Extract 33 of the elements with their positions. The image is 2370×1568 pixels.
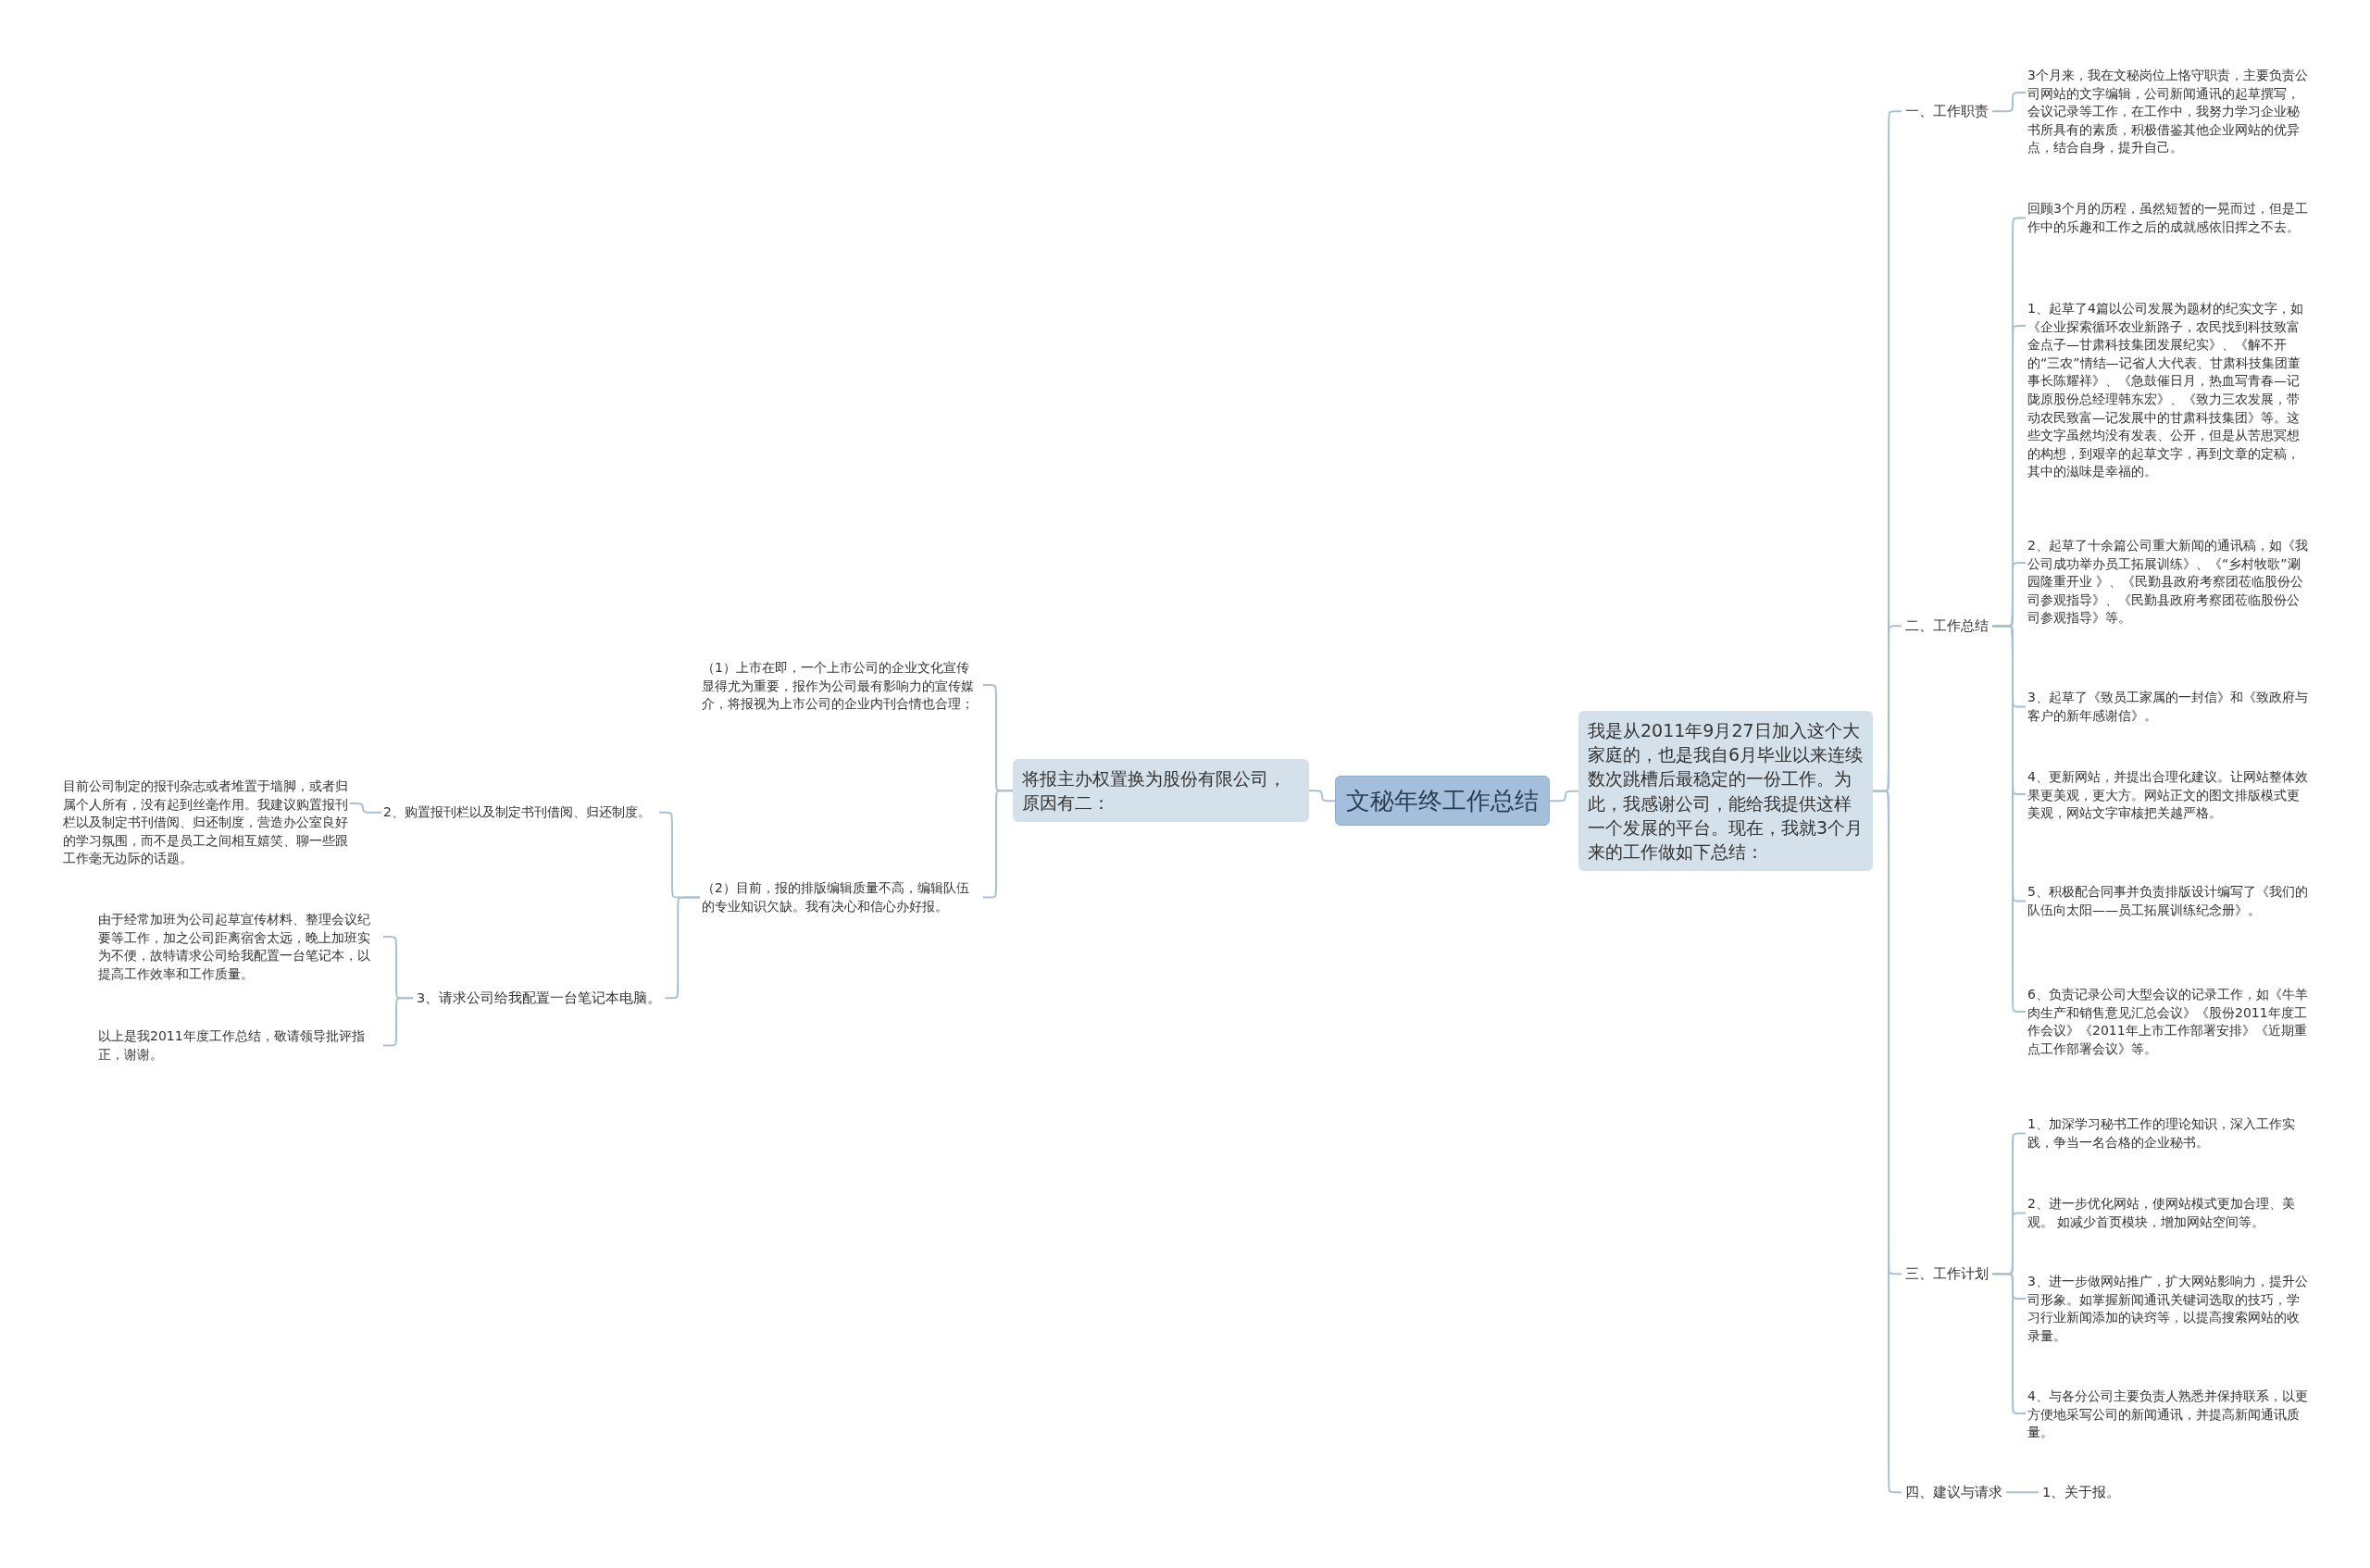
connector-line	[349, 803, 382, 814]
topic-box: 我是从2011年9月27日加入这个大家庭的，也是我自6月毕业以来连续数次跳槽后最稳定的一份工作。为此，我感谢公司，能给我提供这样一个发展的平台。现在，我就3个月来的工作做如下总结：	[1578, 711, 1873, 872]
leaf-text: 目前公司制定的报刊杂志或者堆置于墙脚，或者归属个人所有，没有起到丝毫作用。我建议购置报刊栏以及制定书刊借阅、归还制度，营造办公室良好的学习氛围，而不是员工之间相互嬉笑、聊一些跟工作毫无边际的话题。	[61, 776, 350, 870]
central-topic-box: 文秘年终工作总结	[1335, 776, 1550, 827]
branch-label: 一、工作职责	[1902, 100, 1992, 123]
leaf-text: 5、积极配合同事并负责排版设计编写了《我们的队伍向太阳——员工拓展训练纪念册》。	[2026, 881, 2313, 922]
connector-line	[1991, 92, 2027, 113]
branch-label: 三、工作计划	[1902, 1263, 1992, 1286]
leaf-text: 3个月来，我在文秘岗位上恪守职责，主要负责公司网站的文字编辑，公司新闻通讯的起草撰写，会议记录等工作，在工作中，我努力学习企业秘书所具有的素质，积极借鉴其他企业网站的优异点，结合自身，提升自己。	[2026, 65, 2313, 159]
connector-line	[1549, 790, 1579, 803]
leaf-text: 2、起草了十余篇公司重大新闻的通讯稿，如《我公司成功举办员工拓展训练》、《“乡村牧歌”涮园隆重开业 》、《民勤县政府考察团莅临股份公司参观指导》、《民勤县政府考察团莅临股份公司参观指导》等。	[2026, 535, 2313, 629]
leaf-text: 2、进一步优化网站，使网站模式更加合理、美观。 如减少首页模块，增加网站空间等。	[2026, 1193, 2313, 1234]
branch-label: 四、建议与请求	[1902, 1481, 2006, 1504]
leaf-text: 2、购置报刊栏以及制定书刊借阅、归还制度。	[381, 802, 659, 824]
leaf-text: 以上是我2011年度工作总结，敬请领导批评指正，谢谢。	[96, 1026, 383, 1066]
branch-label: 1、关于报。	[2039, 1481, 2125, 1504]
branch-label: 二、工作总结	[1902, 615, 1992, 638]
leaf-text: （1）上市在即，一个上市公司的企业文化宣传显得尤为重要，报作为公司最有影响力的宣传媒介，将报视为上市公司的企业内刊合情也合理；	[700, 657, 983, 716]
leaf-text: 1、加深学习秘书工作的理论知识，深入工作实践，争当一名合格的企业秘书。	[2026, 1114, 2313, 1154]
leaf-text: 4、更新网站，并提出合理化建议。让网站整体效果更美观，更大方。网站正文的图文排版模式更美观，网站文字审核把关越严格。	[2026, 766, 2313, 825]
leaf-text: 1、起草了4篇以公司发展为题材的纪实文字，如《企业探索循环农业新路子，农民找到科技致富金点子—甘肃科技集团发展纪实》、《解不开的“三农”情结—记省人大代表、甘肃科技集团董事长陈耀祥》、《急鼓催日月，热血写青春—记陇原股份总经理韩东宏》、《致力三农发展，带动农民致富—记发展中的甘肃科技集团》等。这些文字虽然均没有发表、公开，但是从苦思冥想的构想，到艰辛的起草文字，再到文章的定稿，其中的滋味是幸福的。	[2026, 298, 2313, 483]
connector-line	[382, 997, 414, 1047]
leaf-text: 由于经常加班为公司起草宣传材料、整理会议纪要等工作，加之公司距离宿舍太远，晚上加班实为不便，故特请求公司给我配置一台笔记本，以提高工作效率和工作质量。	[96, 909, 383, 986]
leaf-text: （2）目前，报的排版编辑质量不高，编辑队伍的专业知识欠缺。我有决心和信心办好报。	[700, 877, 983, 918]
leaf-text: 6、负责记录公司大型会议的记录工作，如《牛羊肉生产和销售意见汇总会议》《股份2011年度工作会议》《2011年上市工作部署安排》《近期重点工作部署会议》等。	[2026, 984, 2313, 1061]
connector-line	[2005, 1491, 2039, 1494]
connector-line	[1308, 790, 1336, 803]
leaf-text: 回顾3个月的历程，虽然短暂的一晃而过，但是工作中的乐趣和工作之后的成就感依旧挥之不去。	[2026, 198, 2313, 239]
leaf-text: 4、与各分公司主要负责人熟悉并保持联系，以更方便地采写公司的新闻通讯，并提高新闻通讯质量。	[2026, 1386, 2313, 1444]
topic-box: 将报主办权置换为股份有限公司，原因有二：	[1013, 759, 1309, 823]
leaf-text: 3、进一步做网站推广，扩大网站影响力，提升公司形象。如掌握新闻通讯关键词选取的技巧，学习行业新闻添加的诀窍等，以提高搜索网站的收录量。	[2026, 1271, 2313, 1348]
branch-label: 3、请求公司给我配置一台笔记本电脑。	[413, 987, 666, 1010]
leaf-text: 3、起草了《致员工家属的一封信》和《致政府与客户的新年感谢信》。	[2026, 687, 2313, 728]
